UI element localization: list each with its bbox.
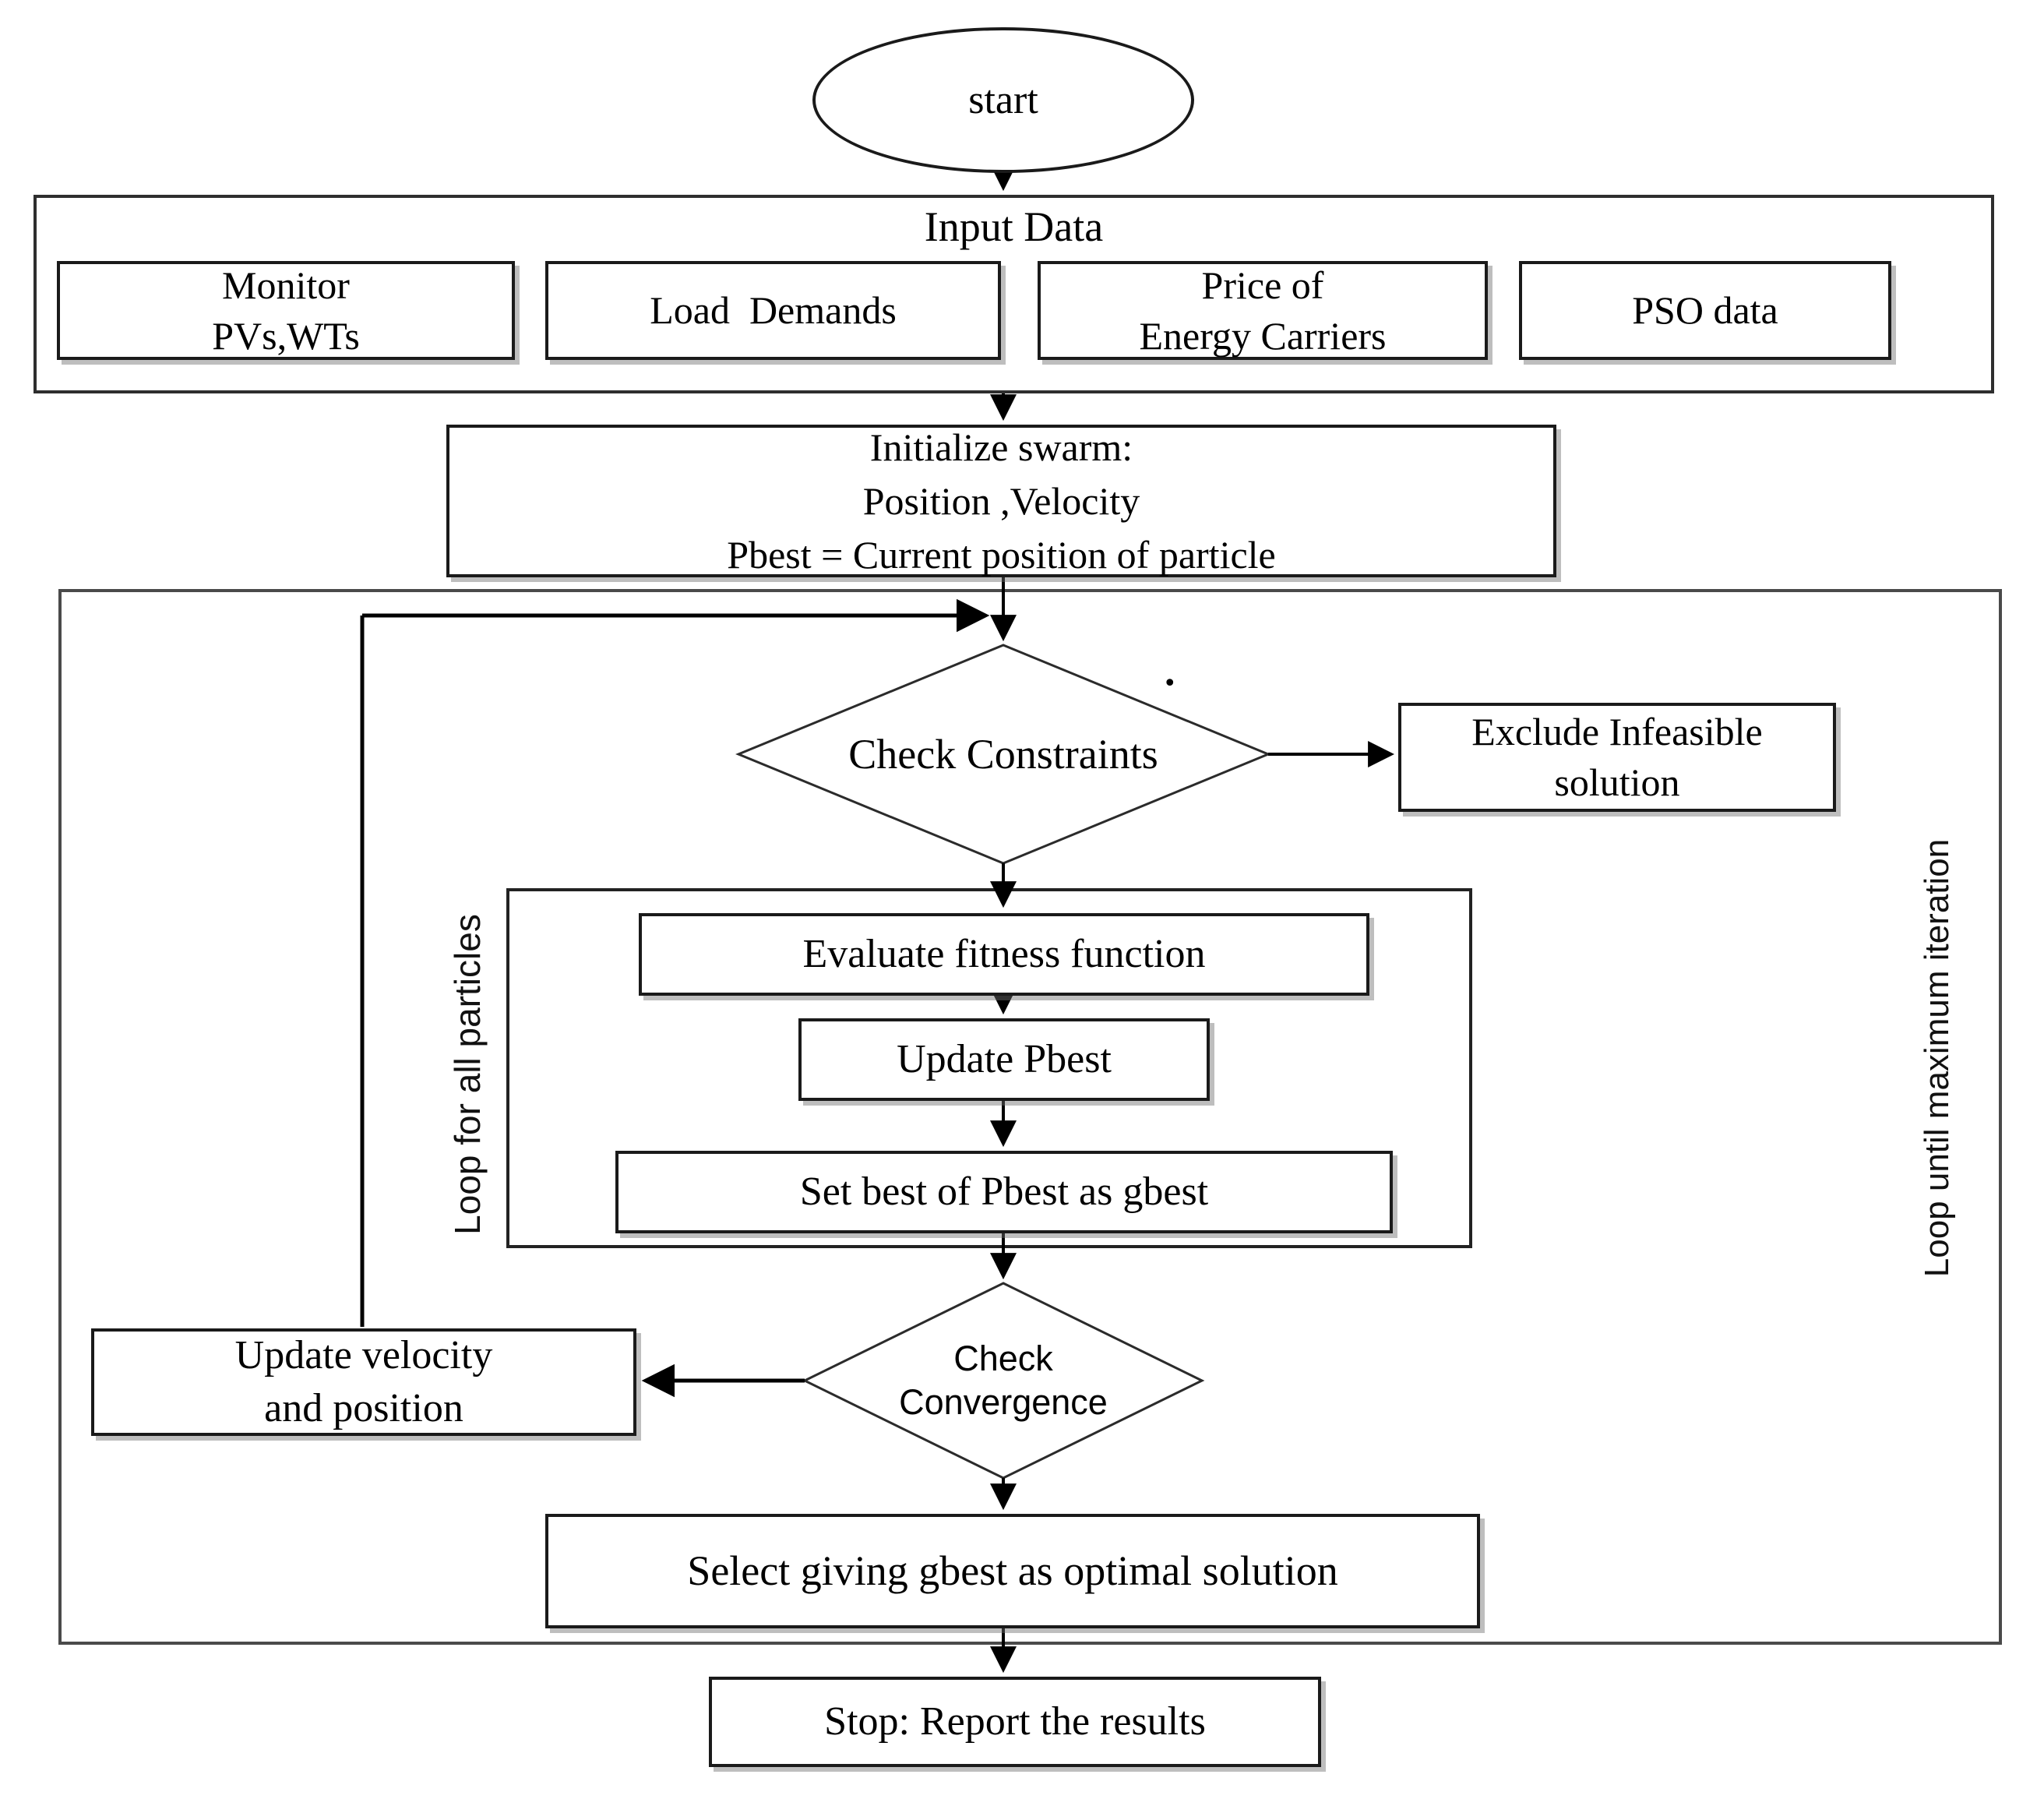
- update-velocity-node: Update velocity and position: [91, 1328, 636, 1436]
- loop-until-max-iteration-label: Loop until maximum iteration: [1918, 838, 1956, 1278]
- check-convergence-label: Check Convergence: [899, 1338, 1108, 1422]
- select-gbest-node: Select giving gbest as optimal solution: [545, 1514, 1480, 1628]
- input-item-monitor: Monitor PVs,WTs: [57, 261, 515, 360]
- check-constraints-label: Check Constraints: [848, 730, 1158, 778]
- input-item-price-energy: Price of Energy Carriers: [1038, 261, 1488, 360]
- exclude-infeasible-node: Exclude Infeasible solution: [1398, 703, 1836, 812]
- set-gbest-node: Set best of Pbest as gbest: [615, 1151, 1393, 1233]
- start-label: start: [968, 77, 1038, 122]
- stop-node: Stop: Report the results: [709, 1677, 1321, 1767]
- evaluate-fitness-node: Evaluate fitness function: [639, 913, 1369, 996]
- loop-all-particles-label: Loop for all particles: [447, 914, 488, 1235]
- input-item-pso-data: PSO data: [1519, 261, 1891, 360]
- input-data-title: Input Data: [924, 203, 1104, 250]
- stray-dot-artifact: .: [1165, 647, 1175, 694]
- update-pbest-node: Update Pbest: [798, 1018, 1210, 1101]
- start-node: start: [812, 27, 1194, 173]
- initialize-swarm-node: Initialize swarm: Position ,Velocity Pbe…: [446, 425, 1556, 577]
- input-item-load-demands: Load Demands: [545, 261, 1001, 360]
